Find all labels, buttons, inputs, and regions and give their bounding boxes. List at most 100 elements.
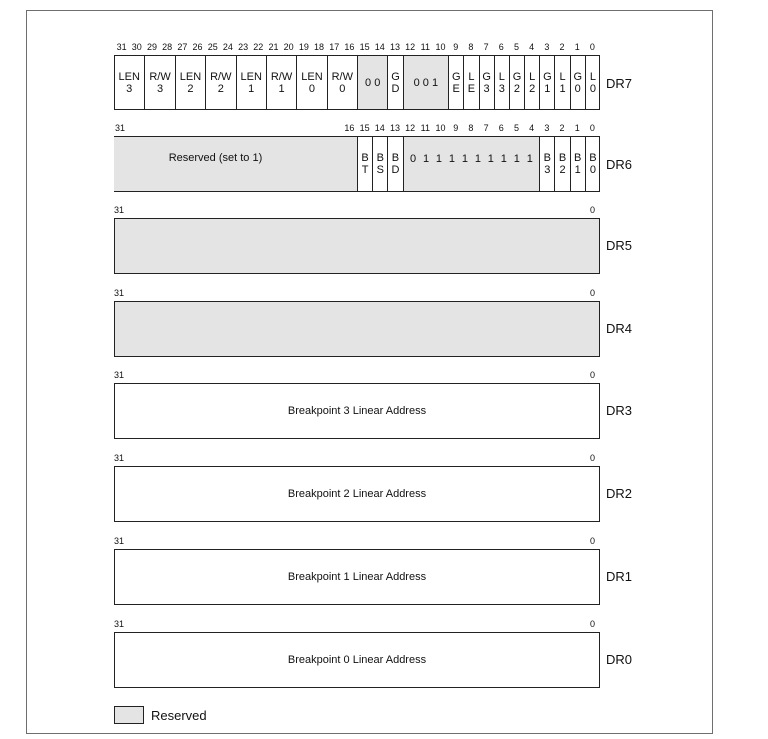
dr6-name: DR6	[606, 157, 633, 172]
field-line-1: B	[361, 152, 369, 164]
bit-number: 11	[420, 42, 431, 52]
bit-number: 7	[483, 123, 489, 133]
register-name: DR5	[606, 238, 633, 253]
register-low-bit: 0	[590, 370, 596, 380]
bit-number: 16	[344, 123, 355, 133]
legend-label: Reserved	[151, 708, 207, 723]
field-line-1: B	[589, 152, 597, 164]
bit-number: 0	[589, 123, 595, 133]
register-dr0: Breakpoint 0 Linear Address	[114, 632, 600, 688]
bit-number: 18	[314, 42, 325, 52]
field-line-2: 0	[339, 82, 346, 95]
bit-number: 31	[114, 123, 126, 133]
field-line-1: L	[559, 70, 566, 83]
bit-number: 2	[559, 42, 565, 52]
field-line-2: D	[391, 82, 400, 95]
field-line-2: 0	[589, 164, 596, 176]
bit-number: 13	[389, 42, 400, 52]
field-line-1: LEN	[118, 70, 140, 83]
bit-number: 14	[374, 42, 385, 52]
field-line-2: E	[467, 82, 476, 95]
bit-number: 23	[238, 42, 249, 52]
field-line-2: T	[361, 164, 369, 176]
register-label: Breakpoint 2 Linear Address	[287, 488, 427, 500]
field-line-1: B	[376, 152, 384, 164]
field-line-2: 1	[559, 82, 566, 95]
field-line-2: 1	[248, 82, 255, 95]
field-line-1: B	[543, 152, 552, 164]
field-line-1: G	[482, 70, 491, 83]
register-high-bit: 31	[114, 536, 125, 546]
figure-frame	[26, 10, 713, 734]
field-line-1: L	[498, 70, 505, 83]
field-line-1: R/W	[331, 70, 353, 83]
register-high-bit: 31	[114, 619, 125, 629]
dr7-name: DR7	[606, 76, 633, 91]
register-low-bit: 0	[590, 619, 596, 629]
bit-number: 6	[498, 42, 504, 52]
bit-number: 1	[574, 42, 580, 52]
field-line-1: L	[589, 70, 596, 83]
bit-number: 21	[268, 42, 279, 52]
dr6-fixed-bit: 1	[422, 153, 430, 165]
field-line-2: 3	[544, 164, 551, 176]
field-line-2: 2	[513, 82, 521, 95]
bit-number: 31	[116, 42, 127, 52]
field-line-1: G	[451, 70, 461, 83]
field-line-1: G	[543, 70, 552, 83]
field-line-2: 1	[278, 82, 285, 95]
bit-number: 10	[435, 123, 446, 133]
bit-number: 5	[513, 123, 519, 133]
field-line-2: 2	[529, 82, 536, 95]
bit-number: 4	[529, 42, 535, 52]
field-line-1: G	[391, 70, 400, 83]
bit-number: 25	[207, 42, 218, 52]
bit-number: 12	[405, 42, 416, 52]
field-line-1: B	[574, 152, 582, 164]
bit-number: 14	[374, 123, 385, 133]
field-line-2: 0	[308, 82, 315, 95]
bit-number: 8	[468, 123, 474, 133]
field-line-2: 1	[544, 82, 551, 95]
bit-number: 9	[453, 123, 459, 133]
dr6-fixed-bit: 1	[448, 153, 456, 165]
field-line-2: 2	[187, 82, 194, 95]
bit-number: 9	[453, 42, 459, 52]
bit-number: 15	[359, 123, 370, 133]
bit-number: 5	[513, 42, 519, 52]
bit-number: 4	[529, 123, 535, 133]
bit-number: 28	[162, 42, 173, 52]
bit-number: 3	[544, 42, 550, 52]
bit-number: 20	[283, 42, 294, 52]
register-label: Breakpoint 1 Linear Address	[287, 571, 427, 583]
bit-number: 16	[344, 42, 355, 52]
bit-number: 15	[359, 42, 370, 52]
register-high-bit: 31	[114, 370, 125, 380]
field-line-1: R/W	[149, 70, 171, 83]
dr6-fixed-bit: 1	[487, 153, 494, 165]
register-low-bit: 0	[590, 205, 596, 215]
dr6-fixed-bit: 1	[435, 153, 443, 165]
field-line-1: LEN	[179, 70, 202, 83]
bit-number: 0	[589, 42, 595, 52]
bit-number: 8	[468, 42, 474, 52]
bit-number: 30	[131, 42, 142, 52]
bit-number: 24	[222, 42, 233, 52]
register-dr4	[114, 301, 600, 357]
bit-number: 3	[544, 123, 550, 133]
